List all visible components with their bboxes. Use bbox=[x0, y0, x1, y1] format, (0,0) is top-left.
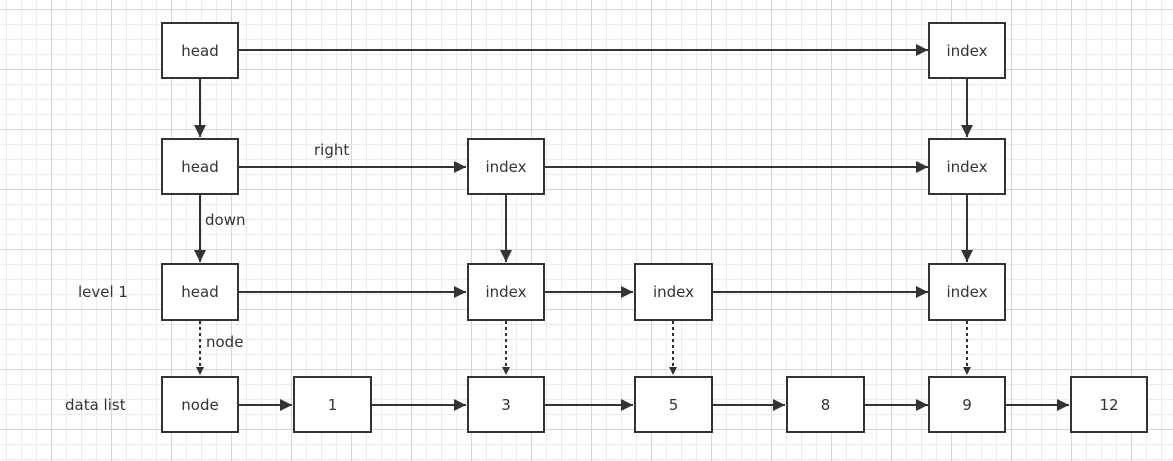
data-list-row-label: data list bbox=[65, 396, 126, 414]
level2-index-node-3: index bbox=[467, 138, 545, 195]
level3-head-node: head bbox=[161, 22, 239, 79]
data-node-head: node bbox=[161, 376, 239, 433]
level1-index-node-3: index bbox=[467, 263, 545, 321]
level3-index-node-9: index bbox=[928, 22, 1006, 79]
level-1-row-label: level 1 bbox=[78, 283, 128, 301]
node-pointer-label: node bbox=[206, 333, 244, 351]
down-pointer-label: down bbox=[205, 211, 246, 229]
data-node-5: 5 bbox=[634, 376, 713, 433]
data-node-1: 1 bbox=[293, 376, 372, 433]
level1-head-node: head bbox=[161, 263, 239, 321]
level2-head-node: head bbox=[161, 138, 239, 195]
data-node-3: 3 bbox=[467, 376, 545, 433]
right-pointer-label: right bbox=[314, 141, 350, 159]
data-node-9: 9 bbox=[928, 376, 1006, 433]
data-node-12: 12 bbox=[1070, 376, 1148, 433]
level2-index-node-9: index bbox=[928, 138, 1006, 195]
level1-index-node-5: index bbox=[634, 263, 713, 321]
level1-index-node-9: index bbox=[928, 263, 1006, 321]
data-node-8: 8 bbox=[786, 376, 865, 433]
